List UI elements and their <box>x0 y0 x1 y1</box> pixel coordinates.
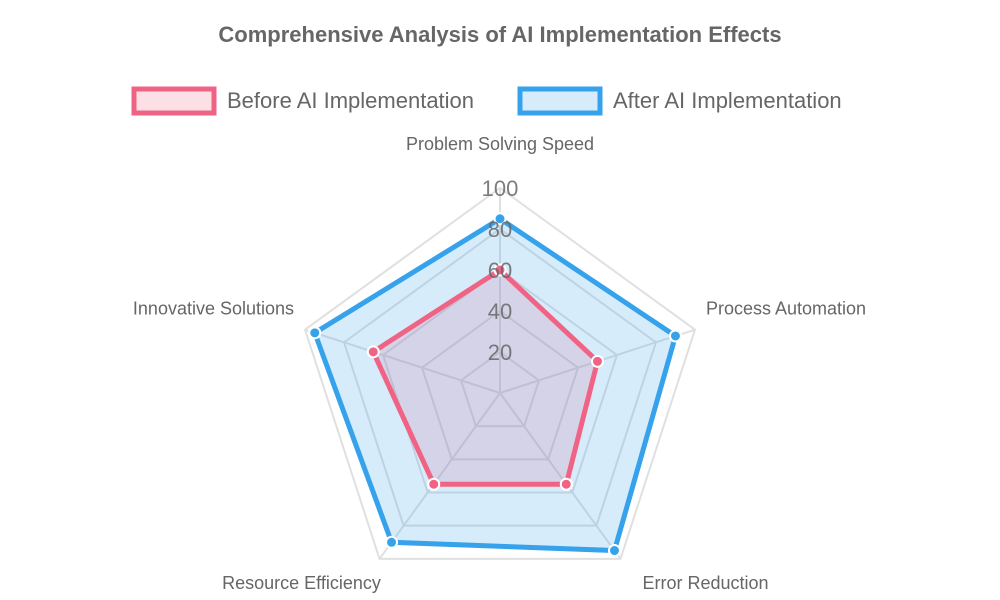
grid-ring-60 <box>381 268 619 494</box>
data-point-series0-4[interactable] <box>366 345 380 359</box>
data-point-series1-3[interactable] <box>385 535 399 549</box>
series-line-0 <box>370 266 601 487</box>
chart-title: Comprehensive Analysis of AI Implementat… <box>218 22 781 47</box>
legend-label-after: After AI Implementation <box>613 88 842 113</box>
axis-label-0: Problem Solving Speed <box>406 134 594 154</box>
data-point-series1-4[interactable] <box>308 326 322 340</box>
legend-item-before[interactable]: Before AI Implementation <box>131 86 474 116</box>
grid-spoke-2 <box>499 392 622 560</box>
series-area-0 <box>373 270 598 485</box>
data-point-series0-2[interactable] <box>559 477 573 491</box>
series-line-1 <box>311 215 679 554</box>
tick-label-100: 100 <box>482 176 519 201</box>
data-point-series1-0[interactable] <box>493 212 507 226</box>
legend-swatch-before <box>131 86 217 116</box>
tick-label-80: 80 <box>488 217 512 242</box>
axis-label-1: Process Automation <box>706 299 866 319</box>
grid-ring-100 <box>303 186 697 560</box>
grid-spoke-4 <box>304 328 501 394</box>
tick-label-60: 60 <box>488 258 512 283</box>
grid-ring-40 <box>420 309 580 461</box>
tick-label-20: 20 <box>488 340 512 365</box>
legend-item-after[interactable]: After AI Implementation <box>517 86 842 116</box>
data-point-series1-2[interactable] <box>607 544 621 558</box>
data-point-series0-1[interactable] <box>590 354 604 368</box>
data-point-series0-3[interactable] <box>427 477 441 491</box>
axis-label-4: Innovative Solutions <box>133 299 294 319</box>
radar-grid <box>303 186 697 560</box>
series-layer <box>308 212 682 558</box>
legend-swatch-after <box>517 86 603 116</box>
grid-spoke-3 <box>378 392 501 560</box>
data-point-series0-0[interactable] <box>493 263 507 277</box>
tick-label-40: 40 <box>488 299 512 324</box>
axis-label-3: Resource Efficiency <box>222 573 381 593</box>
axis-label-2: Error Reduction <box>642 573 768 593</box>
legend: Before AI Implementation After AI Implem… <box>131 86 842 116</box>
radial-ticks: 20 40 60 80 100 <box>482 176 519 365</box>
data-point-series1-1[interactable] <box>668 329 682 343</box>
legend-label-before: Before AI Implementation <box>227 88 474 113</box>
grid-ring-20 <box>459 350 541 428</box>
grid-ring-80 <box>342 227 658 527</box>
series-area-1 <box>314 218 676 551</box>
